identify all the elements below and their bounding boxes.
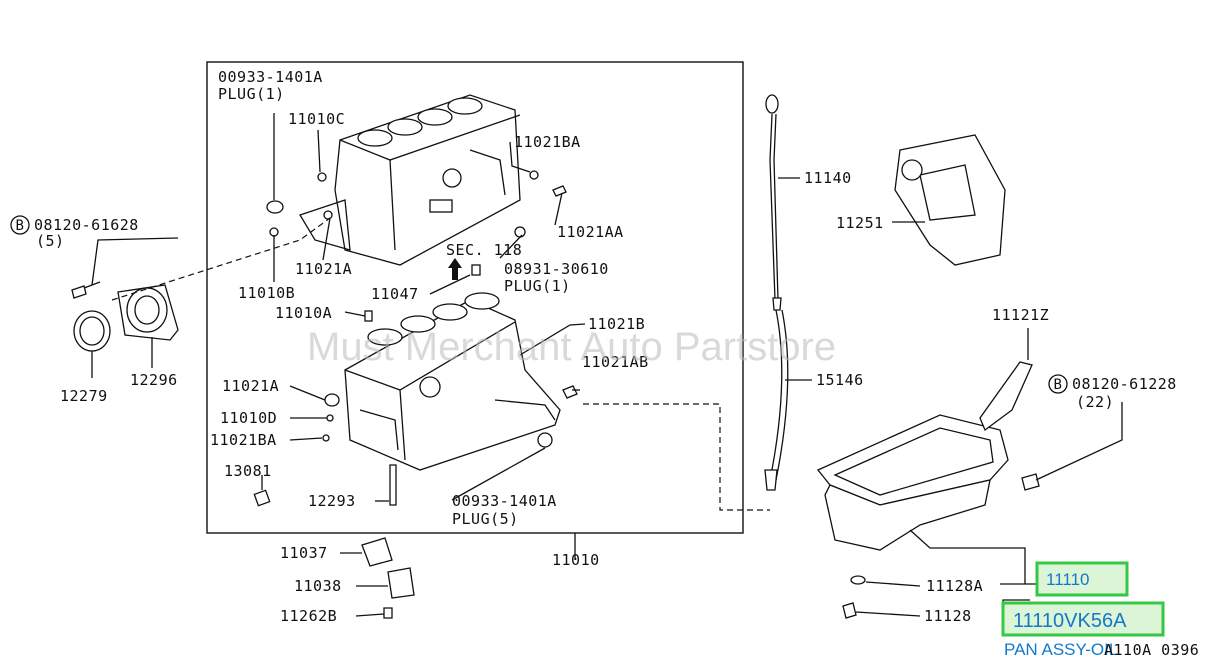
svg-text:11110: 11110 — [1046, 570, 1090, 589]
leader-lines — [91, 113, 1123, 618]
callout-08120-61228[interactable]: 08120-61228 — [1072, 375, 1177, 393]
callout-11010b[interactable]: 11010B — [238, 284, 295, 302]
callout-11010c[interactable]: 11010C — [288, 110, 345, 128]
callout-11010[interactable]: 11010 — [552, 551, 600, 569]
callout-00933-1401a[interactable]: 00933-1401A — [218, 68, 323, 86]
callout-08120-61628[interactable]: 08120-61628 — [34, 216, 139, 234]
figure-id: A110A 0396 — [1104, 641, 1199, 659]
pan-bolt — [1021, 473, 1040, 491]
svg-text:B: B — [1054, 377, 1063, 393]
drain-plug — [842, 602, 857, 619]
callout-plug-1: PLUG(1) — [218, 85, 285, 103]
callout-11128a[interactable]: 11128A — [926, 577, 983, 595]
callout-15146[interactable]: 15146 — [816, 371, 864, 389]
callout-11140[interactable]: 11140 — [804, 169, 852, 187]
callout-13081[interactable]: 13081 — [224, 462, 272, 480]
svg-text:11110VK56A: 11110VK56A — [1013, 610, 1127, 632]
callout-11021a-mid[interactable]: 11021A — [222, 377, 279, 395]
callout-11038[interactable]: 11038 — [294, 577, 342, 595]
callout-08931-30610[interactable]: 08931-30610 — [504, 260, 609, 278]
strainer-parts — [361, 537, 415, 619]
oil-level-gauge[interactable] — [765, 94, 779, 301]
callout-11021aa[interactable]: 11021AA — [557, 223, 624, 241]
upper-cylinder-block[interactable] — [299, 94, 521, 266]
callout-plug-5: PLUG(5) — [452, 510, 519, 528]
oil-pan[interactable] — [816, 414, 1009, 551]
callout-11121z[interactable]: 11121Z — [992, 306, 1049, 324]
baffle-plate[interactable] — [979, 361, 1033, 432]
callout-11262b[interactable]: 11262B — [280, 607, 337, 625]
retainer-bolt — [71, 281, 101, 299]
highlight-11110[interactable]: 11110 — [1035, 561, 1129, 597]
bolt-marker-icon: B — [1048, 374, 1068, 394]
callout-12279[interactable]: 12279 — [60, 387, 108, 405]
section-arrow-icon — [448, 258, 462, 280]
callout-11021ba[interactable]: 11021BA — [514, 133, 581, 151]
callout-11010a[interactable]: 11010A — [275, 304, 332, 322]
block-group-frame — [206, 61, 744, 534]
gauge-guide-tube[interactable] — [764, 297, 789, 491]
callout-11047[interactable]: 11047 — [371, 285, 419, 303]
callout-11010d[interactable]: 11010D — [220, 409, 277, 427]
rear-end-plate[interactable] — [894, 134, 1006, 266]
callout-sec-118[interactable]: SEC. 118 — [446, 241, 522, 259]
callout-12296[interactable]: 12296 — [130, 371, 178, 389]
highlight-11110vk56a[interactable]: 11110VK56A — [1001, 601, 1165, 637]
drain-washer — [850, 575, 866, 585]
lower-cylinder-block[interactable] — [344, 292, 561, 471]
callout-11037[interactable]: 11037 — [280, 544, 328, 562]
callout-00933-1401a-low[interactable]: 00933-1401A — [452, 492, 557, 510]
callout-11021ba-low[interactable]: 11021BA — [210, 431, 277, 449]
callout-11021b[interactable]: 11021B — [588, 315, 645, 333]
rear-oil-seal[interactable] — [73, 310, 111, 352]
callout-labels: 00933-1401A PLUG(1) 11010C 11021BA 11021… — [34, 68, 1177, 625]
bolt-marker-icon: B — [10, 215, 30, 235]
callout-11021ab[interactable]: 11021AB — [582, 353, 649, 371]
part-description: PAN ASSY-OIL — [1004, 640, 1118, 659]
callout-11021a[interactable]: 11021A — [295, 260, 352, 278]
callout-plug-1b: PLUG(1) — [504, 277, 571, 295]
callout-12293[interactable]: 12293 — [308, 492, 356, 510]
callout-qty-22: (22) — [1076, 393, 1114, 411]
svg-text:B: B — [16, 218, 25, 234]
watermark: Must Merchant Auto Partstore — [307, 325, 836, 369]
callout-11251[interactable]: 11251 — [836, 214, 884, 232]
rear-seal-retainer[interactable] — [117, 284, 179, 341]
callout-qty-5: (5) — [36, 232, 65, 250]
callout-11128[interactable]: 11128 — [924, 607, 972, 625]
